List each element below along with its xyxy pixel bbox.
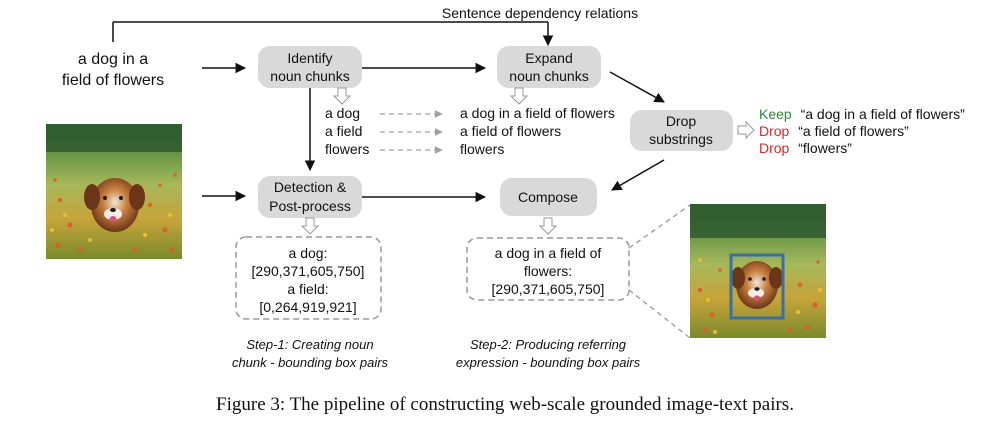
keep-action: Keep <box>759 106 792 122</box>
drop-label-line1: Drop <box>666 113 697 129</box>
noun-chunk-3: flowers <box>325 141 369 157</box>
keep-text: “a dog in a field of flowers” <box>801 106 966 122</box>
step2-label-line2: expression - bounding box pairs <box>456 355 641 370</box>
drop-result-3: Drop “flowers” <box>759 140 852 156</box>
compose-label: Compose <box>518 189 578 205</box>
arrow-drop-to-compose <box>611 159 665 191</box>
input-caption-line2: field of flowers <box>62 72 164 89</box>
hollow-arrow-identify <box>332 87 352 105</box>
step2-label-line1: Step-2: Producing referring <box>470 337 627 352</box>
detection-output-line4: [0,264,919,921] <box>259 299 356 315</box>
expand-label-line1: Expand <box>525 50 572 66</box>
detection-output-line1: a dog: <box>289 245 328 261</box>
dashed-expansion-arrows <box>380 110 443 154</box>
noun-chunk-2: a field <box>325 123 362 139</box>
drop-substrings-box: Drop substrings <box>630 110 733 151</box>
expand-label-line2: noun chunks <box>509 68 588 84</box>
hollow-arrow-compose <box>538 217 558 235</box>
noun-chunk-1: a dog <box>325 105 360 121</box>
compose-box: Compose <box>500 178 597 216</box>
drop-result-1: Keep “a dog in a field of flowers” <box>759 106 965 122</box>
identify-label-line1: Identify <box>287 50 332 66</box>
compose-output-line1: a dog in a field of <box>495 245 602 261</box>
detection-label-line2: Post-process <box>269 198 351 214</box>
compose-output-box: a dog in a field of flowers: [290,371,60… <box>466 237 630 301</box>
detection-output-box: a dog: [290,371,605,750] a field: [0,264… <box>235 236 382 320</box>
hollow-arrow-drop <box>737 120 755 140</box>
dependency-label: Sentence dependency relations <box>442 5 638 21</box>
arrow-expand-to-drop <box>609 71 665 103</box>
detection-output-line2: [290,371,605,750] <box>252 263 365 279</box>
output-image-connectors <box>628 204 691 339</box>
step1-label-line2: chunk - bounding box pairs <box>232 355 389 370</box>
drop-action-2: Drop <box>759 140 790 156</box>
input-caption-line1: a dog in a <box>78 51 148 68</box>
detection-output-line3: a field: <box>287 281 328 297</box>
hollow-arrow-expand <box>509 87 529 105</box>
compose-output-line3: [290,371,605,750] <box>492 281 605 297</box>
dependency-relations-connector <box>112 21 554 47</box>
figure-caption: Figure 3: The pipeline of constructing w… <box>216 394 794 415</box>
expanded-chunk-2: a field of flowers <box>460 123 561 139</box>
drop-label-line2: substrings <box>649 131 713 147</box>
dog-bounding-box <box>729 253 785 320</box>
compose-output-line2: flowers: <box>524 263 572 279</box>
drop-action-1: Drop <box>759 123 790 139</box>
detection-postprocess-box: Detection & Post-process <box>258 176 362 218</box>
identify-noun-chunks-box: Identify noun chunks <box>258 46 362 88</box>
expanded-chunk-1: a dog in a field of flowers <box>460 105 615 121</box>
output-image <box>690 204 826 338</box>
expand-noun-chunks-box: Expand noun chunks <box>497 46 601 88</box>
step1-label-line1: Step-1: Creating noun <box>246 337 373 352</box>
input-image <box>46 124 182 259</box>
drop-text-1: “a field of flowers” <box>798 123 909 139</box>
identify-label-line2: noun chunks <box>270 68 349 84</box>
expanded-chunk-3: flowers <box>460 141 504 157</box>
hollow-arrow-detection <box>300 217 320 235</box>
drop-result-2: Drop “a field of flowers” <box>759 123 909 139</box>
drop-text-2: “flowers” <box>798 140 852 156</box>
detection-label-line1: Detection & <box>274 179 347 195</box>
